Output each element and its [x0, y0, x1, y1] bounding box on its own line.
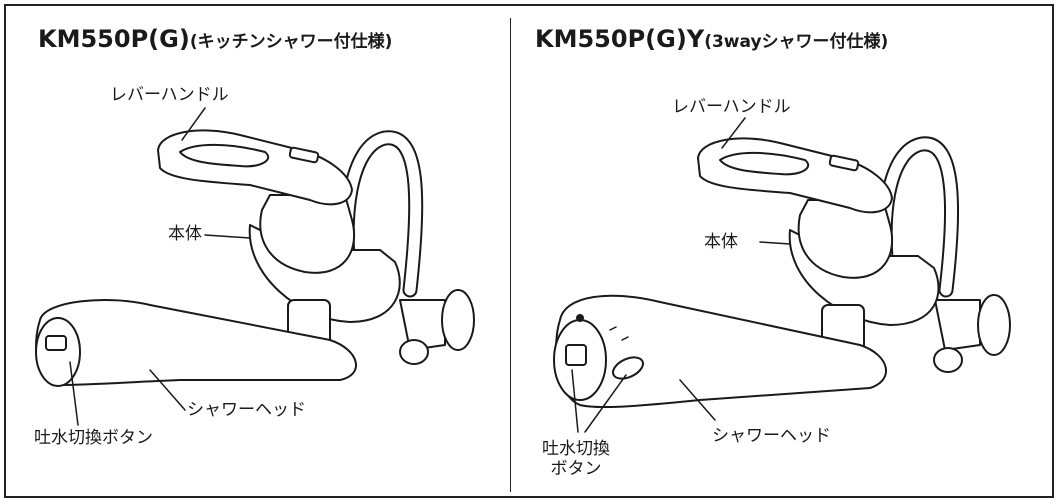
right-title-spec: (3wayシャワー付仕様) [704, 32, 889, 52]
right-body-icon [797, 199, 894, 279]
right-label-switch-button: 吐水切換 ボタン [542, 439, 610, 479]
right-lever-handle-icon [697, 137, 893, 214]
left-title: KM550P(G)(キッチンシャワー付仕様) [38, 27, 392, 51]
right-label-shower-head: シャワーヘッド [712, 426, 831, 446]
left-valve-knob-icon [399, 339, 429, 365]
left-label-body: 本体 [168, 224, 202, 244]
left-faucet-drawing [35, 129, 475, 387]
right-label-body: 本体 [704, 232, 738, 252]
right-faucet-drawing [553, 136, 1011, 409]
right-wall-flange-icon [977, 294, 1011, 356]
right-wall-mount-icon [934, 299, 981, 351]
panel-divider [510, 18, 511, 492]
right-spray-grid-icon [565, 344, 587, 366]
right-valve-knob-icon [933, 347, 963, 373]
figure-frame [4, 4, 1054, 498]
right-switch-button-icon [612, 356, 644, 380]
right-leader-lines [571, 117, 791, 433]
left-switch-button-icon [45, 335, 67, 351]
right-label-lever-handle: レバーハンドル [672, 97, 791, 117]
left-label-switch-button: 吐水切換ボタン [34, 428, 153, 448]
right-title-model: KM550P(G)Y [535, 25, 705, 53]
left-title-model: KM550P(G) [38, 25, 190, 53]
left-wall-mount-icon [399, 299, 446, 351]
left-leader-lines [69, 107, 251, 426]
left-label-lever-handle: レバーハンドル [110, 85, 229, 105]
left-body-icon [259, 194, 356, 274]
left-label-shower-head: シャワーヘッド [187, 400, 306, 420]
right-label-switch-button-line1: 吐水切換 [542, 439, 610, 459]
left-wall-flange-icon [441, 289, 475, 351]
left-shower-face-icon [35, 317, 81, 387]
right-label-switch-button-line2: ボタン [550, 458, 602, 479]
right-title: KM550P(G)Y(3wayシャワー付仕様) [535, 27, 888, 51]
left-title-spec: (キッチンシャワー付仕様) [189, 32, 393, 52]
left-lever-handle-icon [157, 129, 353, 206]
